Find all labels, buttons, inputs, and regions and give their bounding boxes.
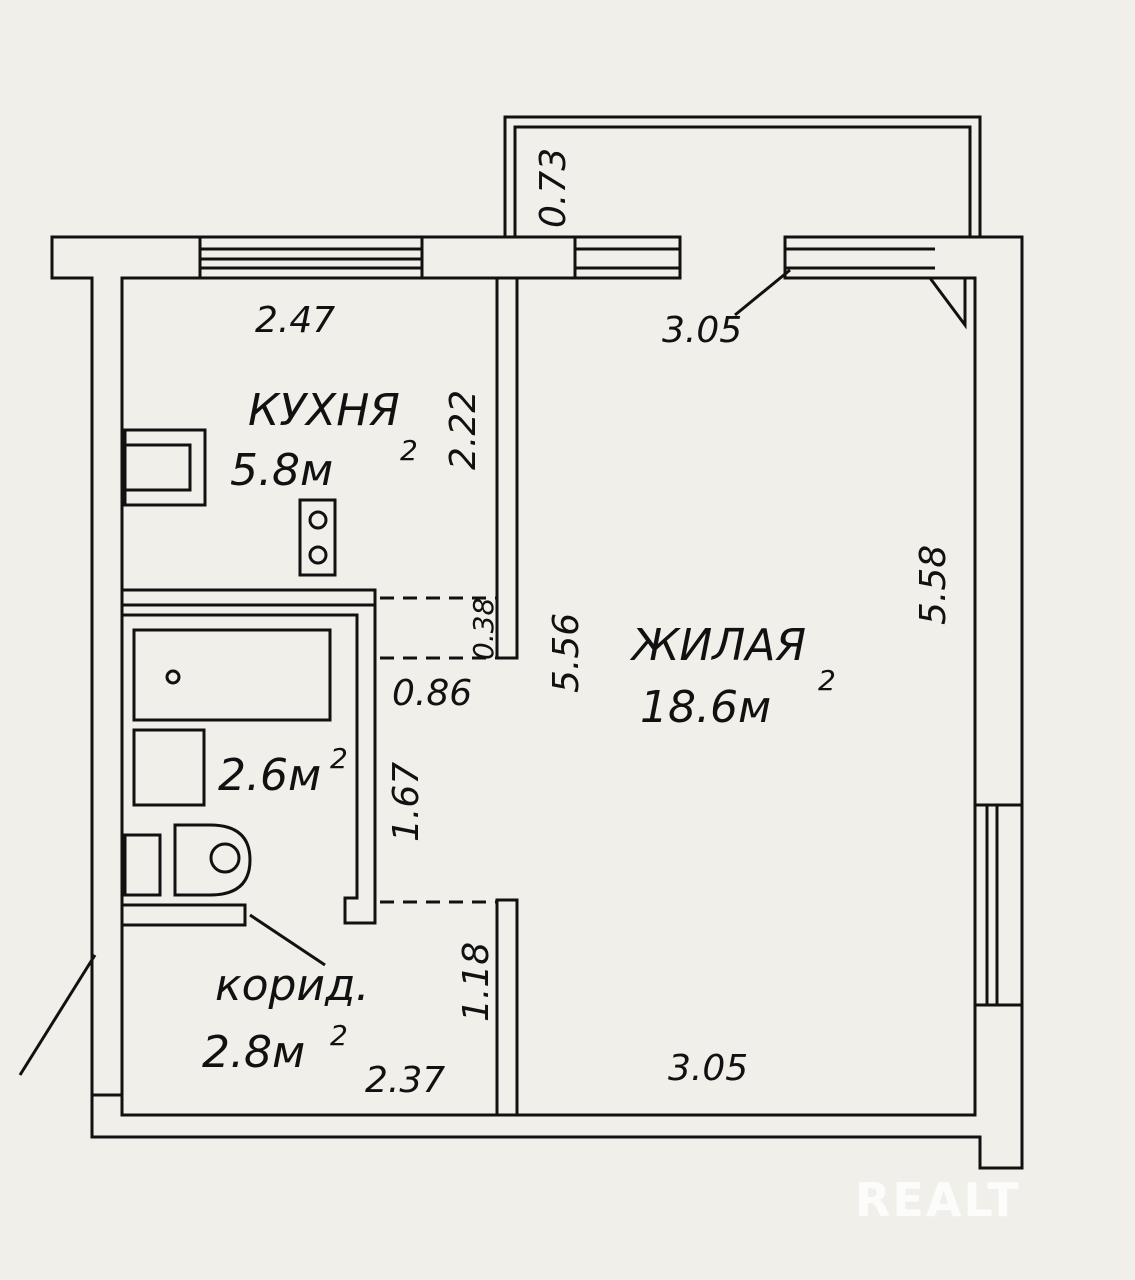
kitchen-counter-inner: [123, 443, 192, 492]
openings: [380, 596, 497, 904]
washbasin: [123, 833, 162, 897]
kitchen-counter: [123, 428, 207, 507]
watermark-logo: REALT: [855, 1173, 1021, 1227]
corner-marker: [927, 276, 967, 330]
dim-bath-door: 0.86: [392, 673, 472, 714]
dim-living-width-top: 3.05: [662, 310, 742, 351]
leader-line-top: [734, 268, 791, 317]
dim-balcony-depth: 0.73: [533, 148, 574, 228]
bathtub: [132, 628, 332, 722]
corridor-partition: [495, 898, 519, 1117]
dim-corridor-depth: 1.18: [456, 942, 497, 1022]
corridor-area: 2.8м: [202, 1027, 305, 1078]
kitchen-area: 5.8м: [230, 445, 333, 496]
bath-drain: [165, 669, 181, 685]
living-area-exp: 2: [818, 664, 836, 697]
dim-bath-depth: 1.67: [386, 762, 427, 842]
dim-living-depth-left: 5.56: [546, 613, 587, 693]
walls: [18, 115, 1024, 1170]
toilet: [173, 823, 252, 897]
top-wall-right: [90, 235, 1024, 1170]
living-window-right: [785, 247, 935, 270]
living-window-left: [573, 237, 680, 278]
kitchen-bottom-wall: [122, 588, 377, 607]
corridor-area-exp: 2: [330, 1019, 348, 1052]
stove-burner-1: [308, 510, 328, 530]
living-name: ЖИЛАЯ: [629, 620, 806, 671]
toilet-bowl: [209, 842, 241, 874]
living-area: 18.6м: [640, 682, 771, 733]
leader-line-corridor: [249, 913, 326, 967]
corridor-name: корид.: [215, 960, 369, 1011]
kitchen-name: КУХНЯ: [248, 385, 400, 436]
stove: [298, 498, 337, 577]
dim-kitchen-depth: 2.22: [443, 390, 484, 470]
dim-kitchen-width: 2.47: [255, 300, 335, 341]
kitchen-window: [198, 237, 424, 278]
dim-living-width-bottom: 3.05: [668, 1048, 748, 1089]
dim-living-depth-right: 5.58: [913, 545, 954, 625]
kitchen-area-exp: 2: [400, 434, 418, 467]
bathroom-area: 2.6м: [218, 750, 321, 801]
dim-corridor-width: 2.37: [365, 1060, 445, 1101]
dim-wall-gap: 0.38: [467, 598, 500, 660]
kitchen-partition: [495, 278, 519, 660]
entrance-door-arc: [18, 954, 97, 1076]
bathroom-wall: [122, 598, 377, 925]
corridor-top-wall: [122, 903, 247, 927]
balcony: [503, 115, 982, 237]
sink: [132, 728, 206, 807]
bathroom-area-exp: 2: [330, 742, 348, 775]
stove-burner-2: [308, 545, 328, 565]
living-window-side: [975, 803, 1022, 1007]
